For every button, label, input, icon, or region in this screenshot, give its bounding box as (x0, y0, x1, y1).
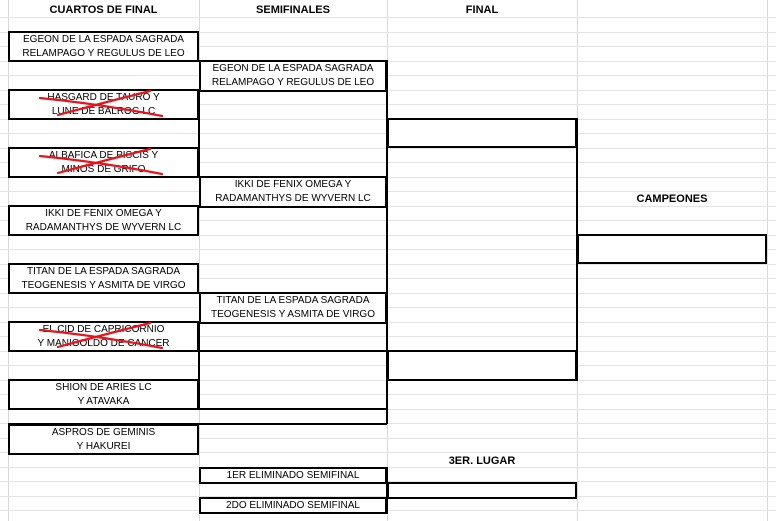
quarterfinal-match-3[interactable]: ALBAFICA DE PISCIS Y MINOS DE GRIFO (8, 147, 199, 178)
team-line: RADAMANTHYS DE WYVERN LC (25, 221, 182, 233)
grid-row-line (0, 438, 776, 439)
grid-row-line (0, 148, 776, 149)
team-line: Y ATAVAKA (77, 395, 130, 407)
grid-row-line (0, 293, 776, 294)
header-semifinals: SEMIFINALES (256, 4, 330, 16)
team-line: ALBAFICA DE PISCIS Y (48, 149, 159, 161)
header-quarterfinals: CUARTOS DE FINAL (49, 4, 158, 16)
grid-row-line (0, 452, 776, 453)
champion-slot[interactable] (577, 234, 767, 264)
team-line: TITAN DE LA ESPADA SAGRADA (216, 295, 370, 306)
team-line: RADAMANTHYS DE WYVERN LC (215, 193, 371, 204)
grid-row-line (0, 90, 776, 91)
team-line: TITAN DE LA ESPADA SAGRADA (26, 265, 180, 277)
team-line: SHION DE ARIES LC (55, 381, 152, 393)
team-line: ASPROS DE GEMINIS (51, 426, 156, 438)
grid-row-line (0, 104, 776, 105)
grid-row-line (0, 220, 776, 221)
quarterfinal-match-7[interactable]: SHION DE ARIES LC Y ATAVAKA (8, 379, 199, 410)
quarterfinal-match-1[interactable]: EGEON DE LA ESPADA SAGRADA RELAMPAGO Y R… (8, 31, 199, 62)
grid-row-line (0, 17, 776, 18)
third-place-entrant-1[interactable]: 1ER ELIMINADO SEMIFINAL (199, 467, 387, 484)
semifinal-match-2[interactable]: IKKI DE FENIX OMEGA Y RADAMANTHYS DE WYV… (199, 176, 387, 208)
grid-row-line (0, 467, 776, 468)
team-line: LUNE DE BALROG LC (51, 105, 156, 117)
grid-row-line (0, 336, 776, 337)
grid-row-line (0, 61, 776, 62)
grid-column-line (767, 0, 768, 521)
grid-row-line (0, 423, 776, 424)
grid-row-line (0, 191, 776, 192)
team-line: TEOGENESIS Y ASMITA DE VIRGO (211, 309, 375, 320)
team-line: IKKI DE FENIX OMEGA Y (45, 207, 162, 219)
entrant-label: 1ER ELIMINADO SEMIFINAL (226, 469, 360, 481)
team-line: EL CID DE CAPRICORNIO (42, 323, 165, 335)
grid-row-line (0, 481, 776, 482)
third-place-entrant-2[interactable]: 2DO ELIMINADO SEMIFINAL (199, 497, 387, 514)
team-line: HASGARD DE TAURO Y (47, 91, 160, 103)
grid-row-line (0, 409, 776, 410)
grid-row-line (0, 264, 776, 265)
grid-column-line (8, 0, 9, 521)
team-line: Y HAKUREI (76, 440, 131, 452)
grid-row-line (0, 307, 776, 308)
final-slot-1[interactable] (387, 118, 577, 148)
grid-row-line (0, 394, 776, 395)
team-line: TEOGENESIS Y ASMITA DE VIRGO (21, 279, 186, 291)
team-line: RELAMPAGO Y REGULUS DE LEO (211, 77, 375, 88)
team-line: MINOS DE GRIFO (61, 163, 146, 175)
grid-row-line (0, 46, 776, 47)
header-third-place: 3ER. LUGAR (448, 455, 516, 467)
grid-row-line (0, 162, 776, 163)
team-line: RELAMPAGO Y REGULUS DE LEO (22, 47, 185, 59)
team-line: EGEON DE LA ESPADA SAGRADA (23, 33, 184, 45)
grid-row-line (0, 235, 776, 236)
quarterfinal-match-4[interactable]: IKKI DE FENIX OMEGA Y RADAMANTHYS DE WYV… (8, 205, 199, 236)
third-place-winner-slot[interactable] (387, 482, 577, 499)
entrant-label: 2DO ELIMINADO SEMIFINAL (226, 499, 360, 511)
grid-row-line (0, 177, 776, 178)
bracket-connector (8, 408, 387, 410)
grid-row-line (0, 278, 776, 279)
bracket-connector (8, 423, 387, 425)
semifinal-match-3[interactable]: TITAN DE LA ESPADA SAGRADA TEOGENESIS Y … (199, 292, 387, 324)
header-final: FINAL (465, 4, 499, 16)
team-line: Y MANIGOLDO DE CANCER (37, 337, 170, 349)
team-line: EGEON DE LA ESPADA SAGRADA (212, 63, 374, 74)
grid-row-line (0, 510, 776, 511)
quarterfinal-match-2[interactable]: HASGARD DE TAURO Y LUNE DE BALROG LC (8, 89, 199, 120)
bracket-connector (386, 60, 388, 424)
grid-row-line (0, 206, 776, 207)
grid-row-line (0, 249, 776, 250)
grid-column-line (199, 0, 200, 521)
semifinal-match-1[interactable]: EGEON DE LA ESPADA SAGRADA RELAMPAGO Y R… (199, 60, 387, 92)
bracket-connector (198, 323, 200, 410)
bracket-connector (199, 350, 387, 352)
final-slot-2[interactable] (387, 350, 577, 381)
header-champions: CAMPEONES (636, 193, 708, 205)
quarterfinal-match-6[interactable]: EL CID DE CAPRICORNIO Y MANIGOLDO DE CAN… (8, 321, 199, 352)
grid-row-line (0, 75, 776, 76)
team-line: IKKI DE FENIX OMEGA Y (234, 179, 352, 190)
grid-row-line (0, 322, 776, 323)
quarterfinal-match-5[interactable]: TITAN DE LA ESPADA SAGRADA TEOGENESIS Y … (8, 263, 199, 294)
quarterfinal-match-8[interactable]: ASPROS DE GEMINIS Y HAKUREI (8, 424, 199, 455)
bracket-connector (198, 91, 200, 178)
grid-row-line (0, 32, 776, 33)
